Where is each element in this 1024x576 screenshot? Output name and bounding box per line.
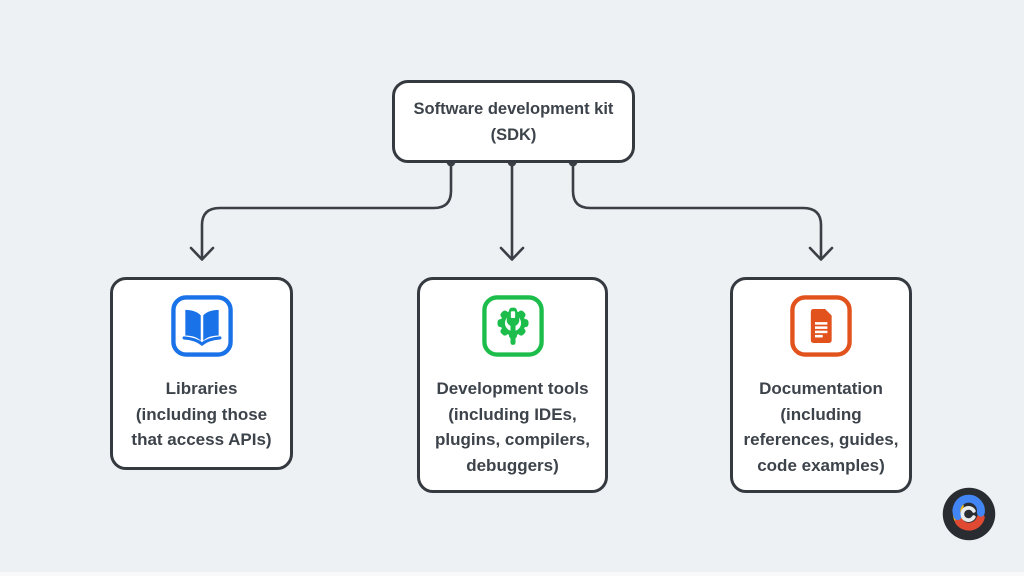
node-label-line: code examples) [757,455,885,475]
brand-logo-icon [942,487,996,541]
arrowhead-middle-icon [499,246,525,261]
node-sdk-title-line: Software development kit [413,99,614,118]
node-label-line: plugins, compilers, [435,430,590,449]
node-sdk: Software development kit (SDK) [392,80,635,163]
arrowhead-right-icon [808,246,834,261]
node-development-tools: Development tools (including IDEs, plugi… [417,277,608,493]
node-label-line: (including [780,404,862,424]
open-book-icon [170,295,233,357]
connector-right [571,161,823,260]
node-label-line: debuggers) [466,455,559,475]
node-label-line: (including those [135,404,268,424]
connector-group [189,161,834,261]
gear-wrench-icon [481,295,544,357]
arrowhead-left-icon [189,246,215,261]
node-libraries: Libraries (including those that access A… [110,277,293,470]
document-icon [790,295,852,357]
node-label-line: that access APIs) [131,430,272,449]
node-label-line: references, guides, [743,430,899,449]
bottom-strip [0,572,1024,576]
connector-left [200,161,453,260]
node-sdk-title-line: (SDK) [490,125,537,144]
node-label-line: Libraries [165,379,238,398]
node-label-line: (including IDEs, [448,404,577,424]
node-label-line: Documentation [759,379,883,398]
node-documentation: Documentation (including references, gui… [730,277,912,493]
node-label-line: Development tools [436,379,589,398]
